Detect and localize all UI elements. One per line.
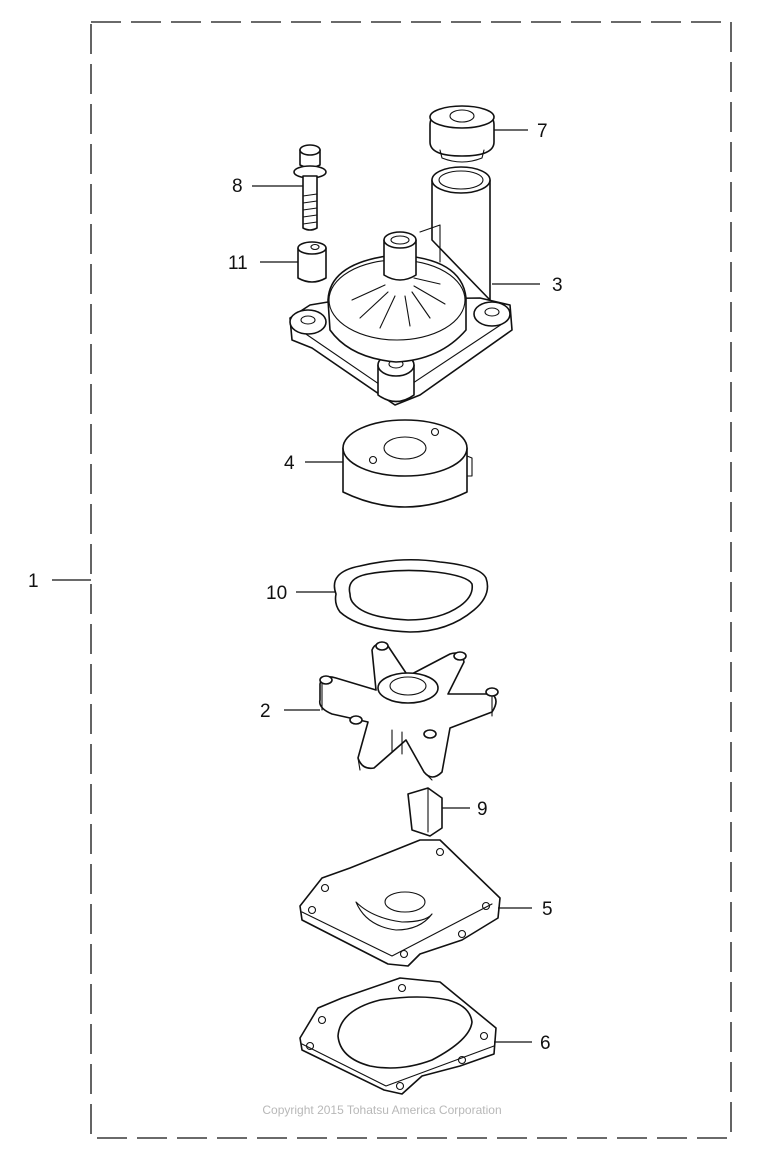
callout-6: 6 xyxy=(540,1033,551,1054)
callout-11: 11 xyxy=(228,253,248,274)
part-bolt xyxy=(293,144,327,231)
callout-10: 10 xyxy=(266,583,287,604)
callout-4: 4 xyxy=(284,453,295,474)
part-impeller-key xyxy=(407,787,443,837)
part-grommet xyxy=(429,105,495,163)
part-gasket-ring xyxy=(333,558,489,633)
callout-2: 2 xyxy=(260,701,271,722)
callout-7: 7 xyxy=(537,121,548,142)
callout-1: 1 xyxy=(28,571,39,592)
copyright-text: Copyright 2015 Tohatsu America Corporati… xyxy=(262,1103,501,1117)
part-dowel-pin xyxy=(297,241,327,283)
callout-3: 3 xyxy=(552,275,563,296)
part-impeller xyxy=(318,641,499,781)
part-wear-plate xyxy=(299,839,501,967)
part-gasket-plate xyxy=(299,977,497,1095)
callout-9: 9 xyxy=(477,799,488,820)
kit-border xyxy=(90,21,732,1139)
callout-8: 8 xyxy=(232,176,243,197)
part-pump-housing xyxy=(289,166,513,406)
part-pump-liner xyxy=(342,419,473,508)
callout-5: 5 xyxy=(542,899,553,920)
